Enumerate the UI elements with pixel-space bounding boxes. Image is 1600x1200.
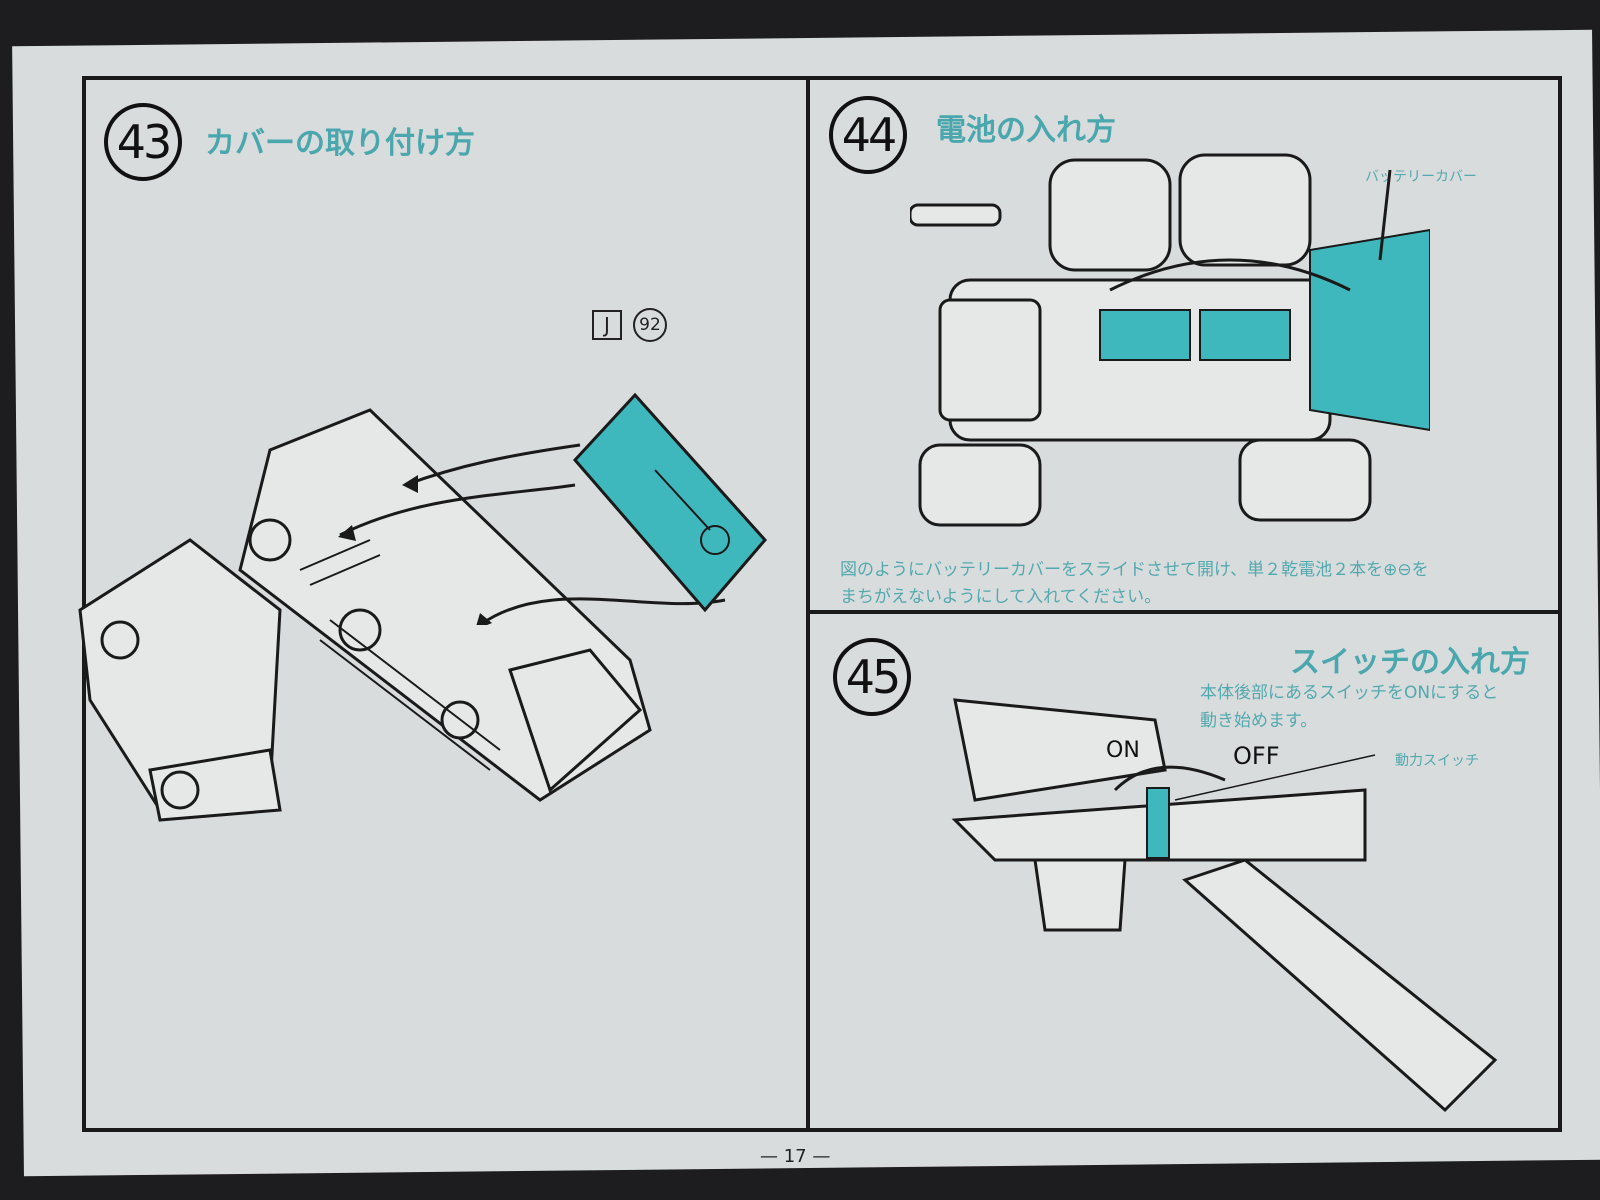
switch-off-label: OFF	[1233, 742, 1280, 770]
insertion-arrows	[338, 443, 726, 625]
page-number: — 17 —	[760, 1146, 831, 1167]
battery-cover-callout: バッテリーカバー	[1365, 169, 1477, 185]
divider-horizontal	[806, 610, 1562, 614]
step-45-number: 45	[833, 638, 911, 716]
step-43-title: カバーの取り付け方	[205, 126, 475, 161]
power-switch-illustration	[951, 698, 1498, 1113]
part-number-label: 92	[633, 308, 667, 342]
battery-cover-part	[572, 392, 767, 613]
step-45-title: スイッチの入れ方	[1290, 645, 1530, 680]
step-44-number: 44	[829, 96, 907, 174]
divider-vertical	[806, 76, 810, 1132]
battery-compartment-illustration	[910, 153, 1430, 527]
step-45-instruction-line-2: 動き始めます。	[1200, 711, 1318, 731]
page-frame	[82, 76, 1562, 1132]
step-44-title: 電池の入れ方	[936, 113, 1116, 148]
step-44-instruction-line-1: 図のようにバッテリーカバーをスライドさせて開け、単２乾電池２本を⊕⊖を	[840, 560, 1429, 580]
step-44-instruction-line-2: まちがえないようにして入れてください。	[840, 587, 1162, 607]
switch-on-label: ON	[1106, 738, 1140, 763]
step-45-instruction-line-1: 本体後部にあるスイッチをONにすると	[1200, 683, 1499, 703]
robot-leg-illustration	[78, 408, 652, 822]
part-letter-label: J	[592, 310, 622, 340]
step-43-number: 43	[104, 103, 182, 181]
power-switch-callout: 動力スイッチ	[1395, 753, 1479, 769]
